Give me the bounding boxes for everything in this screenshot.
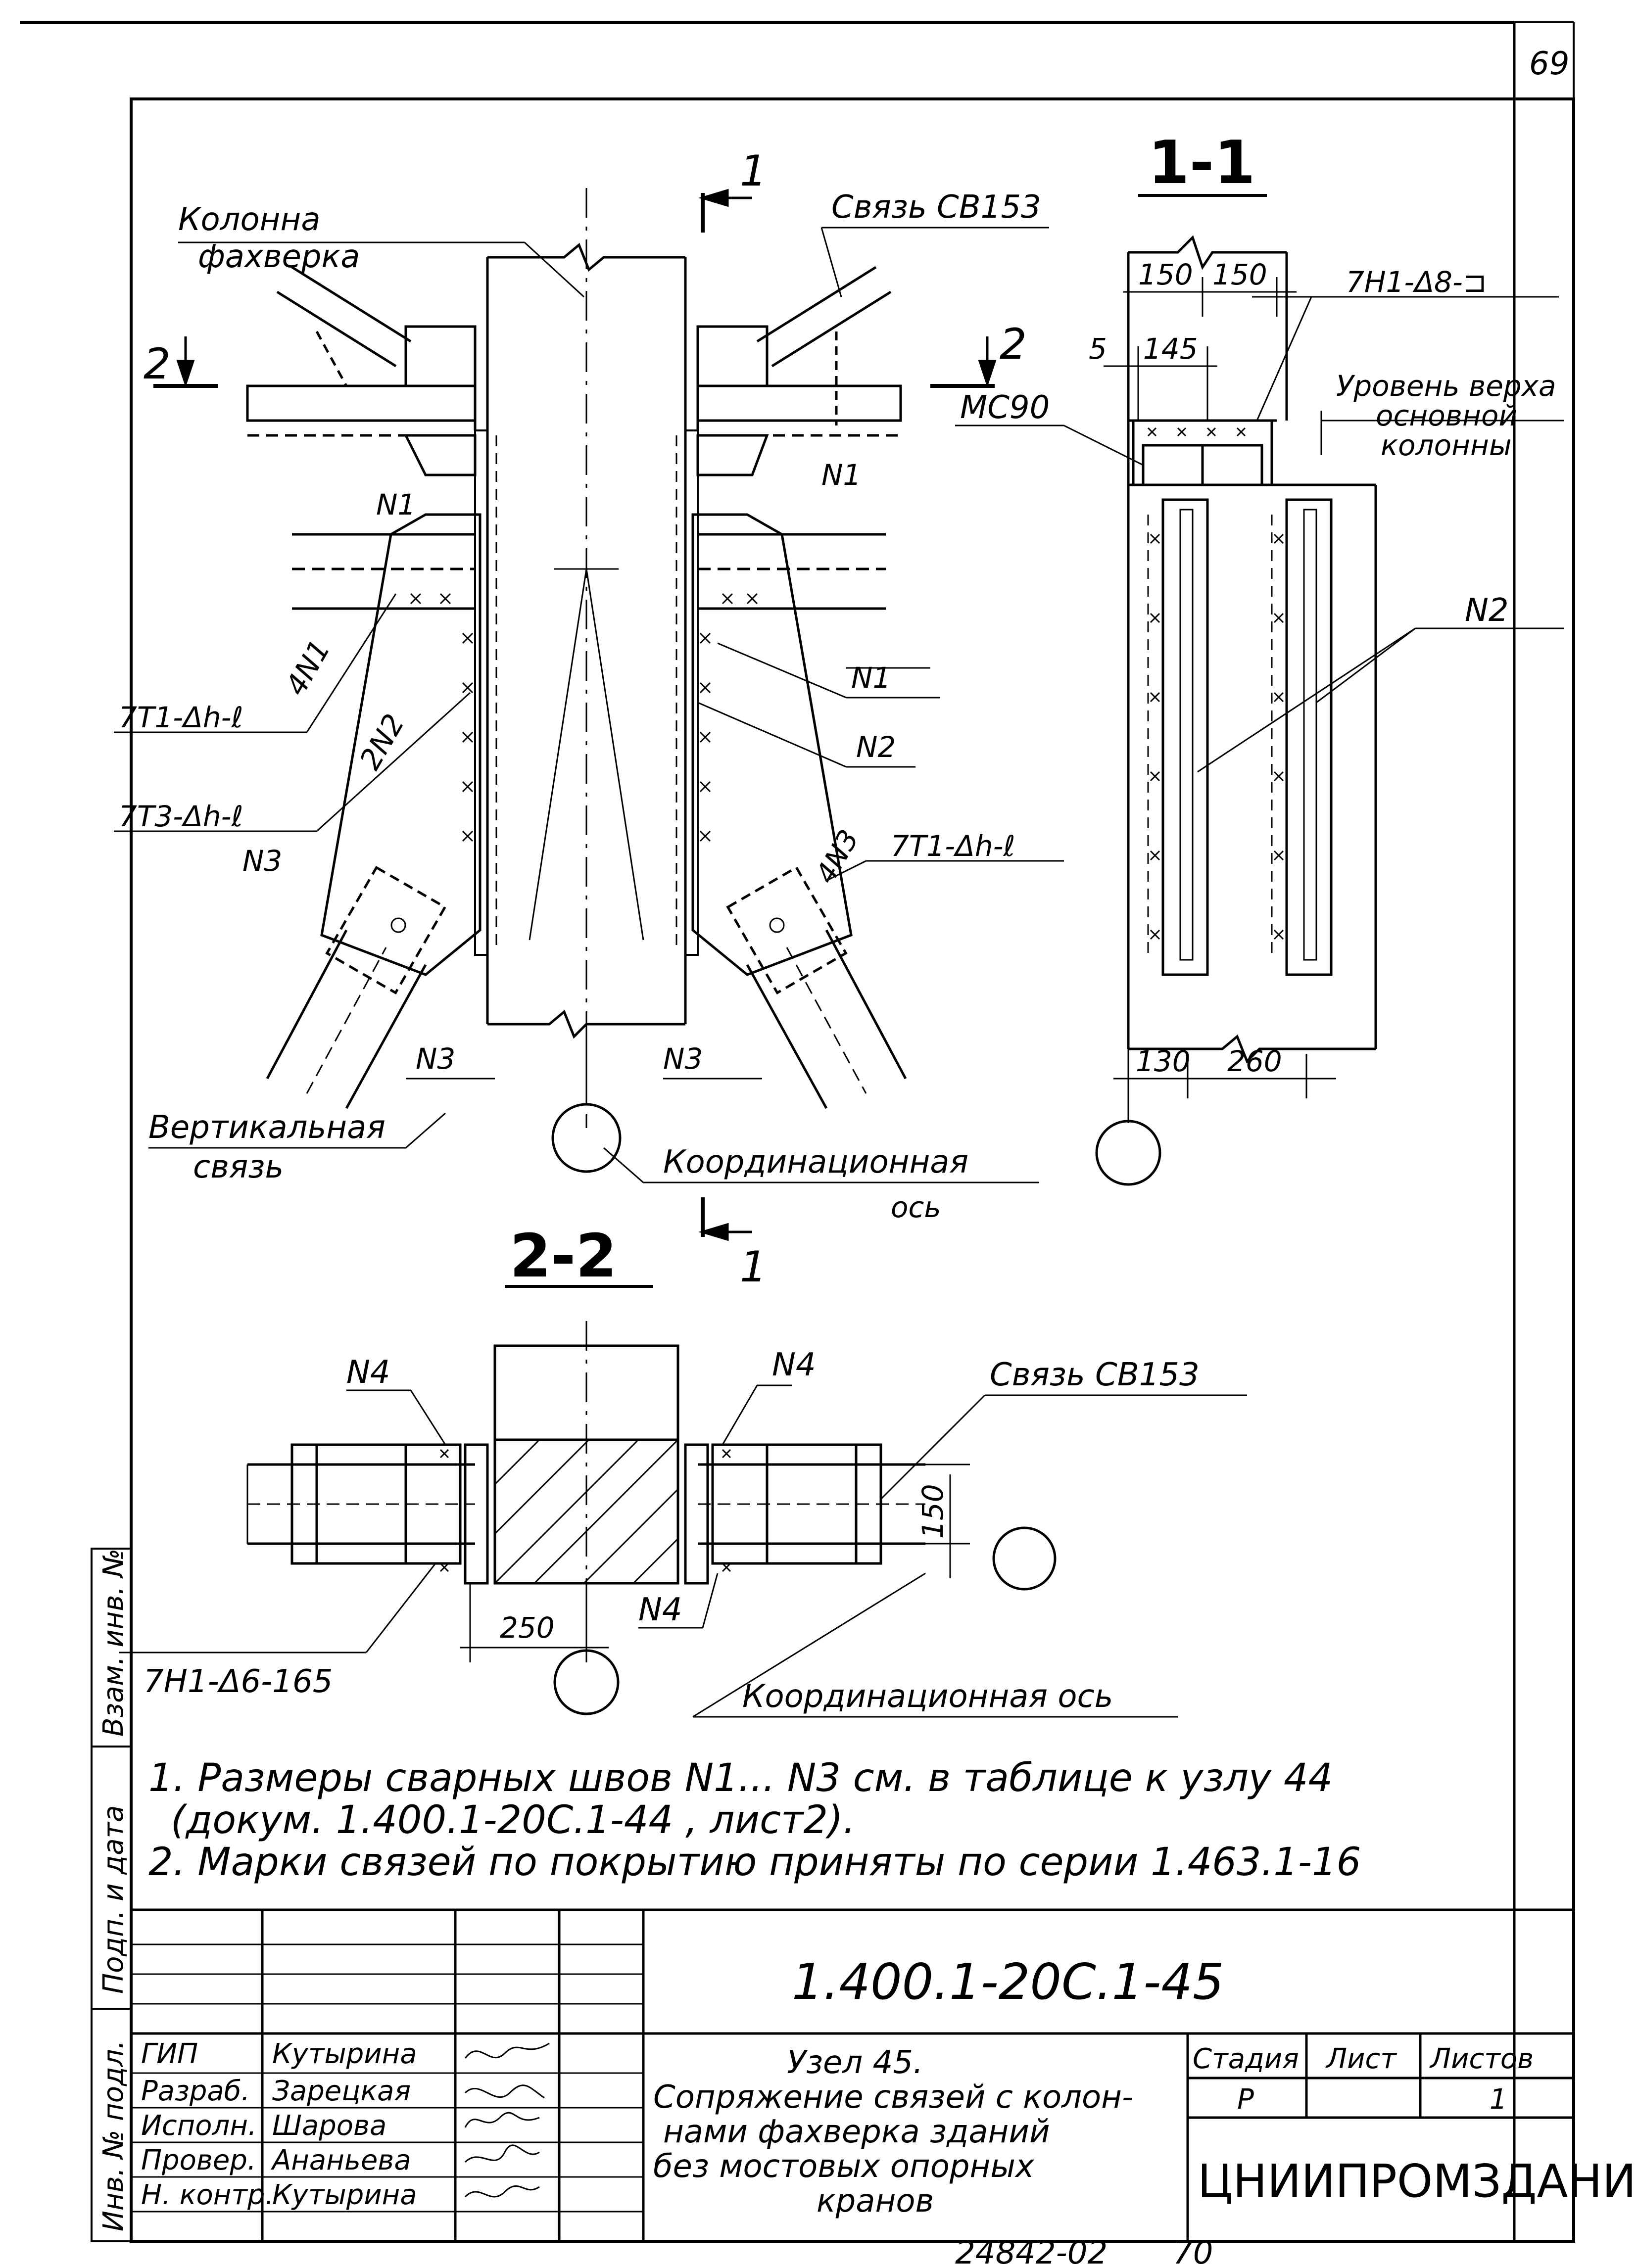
main-view: [114, 188, 1064, 1241]
dim-250: 250: [500, 1611, 555, 1645]
side-stamp-sign: Подп. и дата: [97, 1805, 130, 1994]
dim-260: 260: [1227, 1044, 1282, 1078]
role-gip: ГИП: [141, 2038, 198, 2070]
section-2-2-view: [119, 1321, 1247, 1718]
dim-150-right: 150: [1212, 258, 1267, 291]
dim-145: 145: [1143, 332, 1198, 366]
note-2: 2. Марки связей по покрытию приняты по с…: [148, 1840, 1361, 1885]
organization: ЦНИИПРОМЗДАНИЙ: [1198, 2154, 1637, 2208]
level-label-line3: колонны: [1381, 428, 1512, 462]
level-label-line2: основной: [1376, 399, 1517, 432]
role-developer: Разраб.: [141, 2075, 250, 2107]
level-label-line1: Уровень верха: [1336, 369, 1556, 403]
weld-symbol-7h1-d6: 7Н1-Δ6-165: [144, 1663, 333, 1700]
weld-mark-n3-bottom-right: N3: [663, 1042, 703, 1076]
note-1: 1. Размеры сварных швов N1... N3 см. в т…: [148, 1756, 1333, 1800]
weld-symbol-7t1-right: 7Т1-Δh-ℓ: [891, 829, 1015, 863]
sheet-frame: [20, 21, 1575, 2243]
title-line-2: Сопряжение связей с колон-: [653, 2079, 1133, 2116]
sheets-value: 1: [1490, 2083, 1507, 2116]
arrow-label-2-left: 2: [144, 339, 171, 389]
doc-code: 1.400.1-20С.1-45: [792, 1953, 1224, 2011]
weld-mark-n4-bottom: N4: [638, 1592, 682, 1628]
brace-label-top: Связь СВ153: [831, 189, 1041, 226]
axis-label-line1: Координационная: [663, 1144, 968, 1181]
axis-label-section-2-2: Координационная ось: [742, 1678, 1113, 1715]
stage-header: Стадия: [1193, 2043, 1299, 2075]
vertical-brace-line1: Вертикальная: [148, 1109, 385, 1146]
name-executor: Шарова: [272, 2110, 386, 2142]
dim-150-vertical: 150: [916, 1484, 950, 1539]
footer-inventory: 24842-02: [955, 2235, 1107, 2268]
dim-150-left: 150: [1138, 258, 1193, 291]
arrow-label-1-top: 1: [740, 146, 767, 196]
name-norm-control: Кутырина: [272, 2179, 417, 2211]
role-norm-control: Н. контр.: [141, 2179, 274, 2211]
title-line-3: нами фахверка зданий: [663, 2114, 1050, 2150]
weld-mark-n1-right-lower: N1: [851, 661, 891, 695]
weld-mark-n1-left: N1: [376, 488, 416, 521]
channel-mc90: МС90: [960, 389, 1050, 426]
vertical-brace-line2: связь: [193, 1149, 284, 1185]
arrow-label-2-right: 2: [1000, 320, 1027, 369]
sheet-header: Лист: [1325, 2043, 1397, 2075]
brace-label-section-2-2: Связь СВ153: [990, 1357, 1200, 1393]
page-number: 69: [1529, 46, 1569, 82]
weld-mark-n3-bottom-left: N3: [416, 1042, 455, 1076]
axis-label-line2: ось: [891, 1190, 941, 1224]
column-label-line2: фахверка: [198, 238, 360, 275]
role-checker: Провер.: [141, 2144, 256, 2176]
title-block: [131, 1908, 1574, 2241]
dim-5: 5: [1089, 332, 1107, 366]
weld-mark-n3-left: N3: [242, 844, 282, 878]
side-stamp-replace: Взам. инв. №: [97, 1549, 130, 1737]
weld-mark-n4-right: N4: [772, 1347, 816, 1383]
title-line-5: кранов: [817, 2183, 934, 2220]
role-executor: Исполн.: [141, 2110, 257, 2142]
title-line-1: Узел 45.: [787, 2044, 923, 2081]
dim-130: 130: [1136, 1044, 1191, 1078]
column-label-line1: Колонна: [178, 201, 321, 238]
weld-symbol-7t1-left: 7Т1-Δh-ℓ: [119, 701, 243, 734]
section-title-2-2: 2-2: [510, 1222, 617, 1291]
weld-mark-n4-left: N4: [346, 1354, 390, 1391]
sheets-header: Листов: [1429, 2043, 1534, 2075]
name-gip: Кутырина: [272, 2038, 417, 2070]
name-developer: Зарецкая: [272, 2075, 411, 2107]
weld-symbol-7t3: 7Т3-Δh-ℓ: [119, 800, 243, 833]
weld-mark-n2-right: N2: [856, 730, 896, 764]
section-1-1-view: [955, 235, 1564, 1186]
note-1-cont: (докум. 1.400.1-20С.1-44 , лист2).: [171, 1798, 855, 1843]
footer-page: 70: [1173, 2235, 1213, 2268]
arrow-label-1-bottom: 1: [740, 1242, 767, 1292]
weld-mark-n2-section: N2: [1465, 592, 1509, 629]
weld-mark-n1-right: N1: [821, 458, 861, 492]
weld-symbol-7h1-d8: 7Н1-Δ8-⊐: [1346, 265, 1487, 299]
stage-value: Р: [1237, 2083, 1254, 2116]
section-title-1-1: 1-1: [1148, 129, 1255, 197]
side-stamp: [91, 1548, 132, 2242]
side-stamp-inv: Инв. № подл.: [97, 2040, 130, 2231]
name-checker: Ананьева: [271, 2144, 411, 2176]
title-line-4: без мостовых опорных: [653, 2148, 1035, 2185]
